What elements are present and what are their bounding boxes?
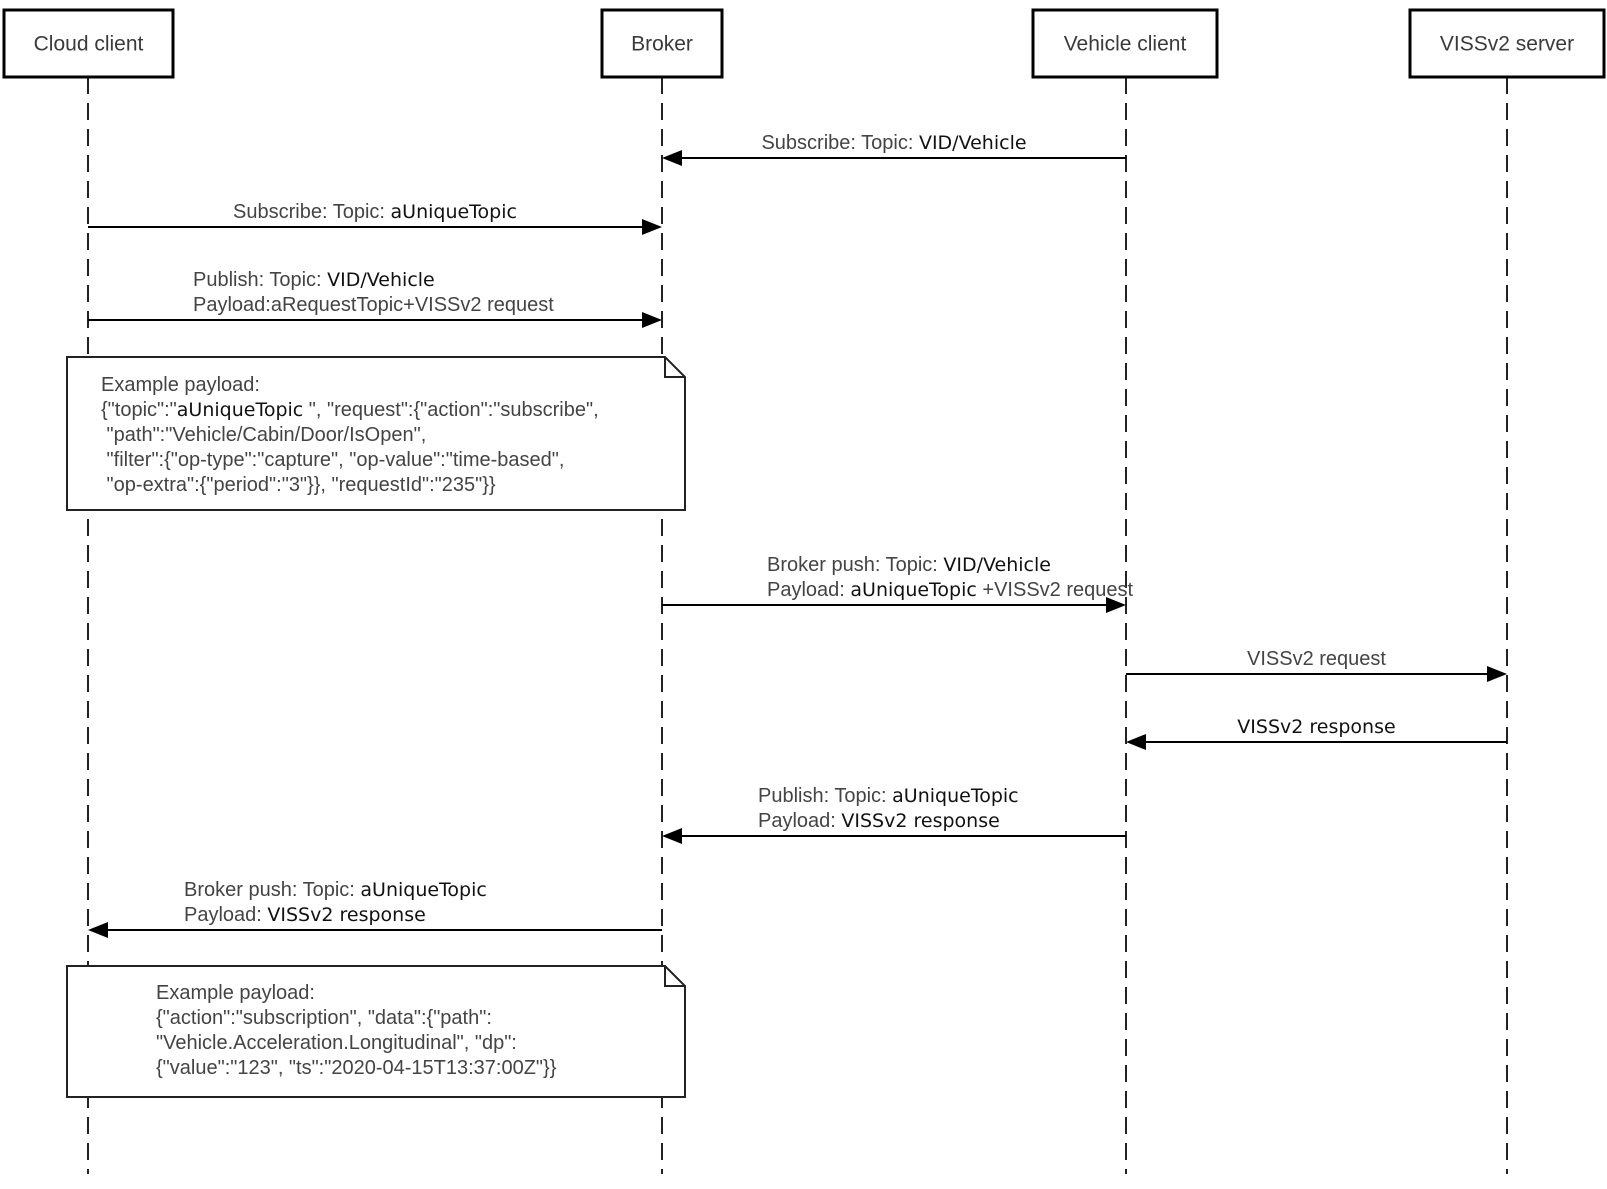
text-line: Publish: Topic: aUniqueTopic — [758, 785, 1019, 807]
actor-box — [1031, 8, 1219, 79]
actor-box — [2, 8, 175, 79]
text-segment: "Vehicle.Acceleration.Longitudinal", "dp… — [156, 1032, 517, 1054]
text-line: Example payload: — [156, 982, 315, 1004]
text-segment: VID/Vehicle — [919, 132, 1027, 154]
arrow-head-icon — [642, 312, 662, 328]
text-line: "path":"Vehicle/Cabin/Door/IsOpen", — [101, 424, 426, 446]
note-fold-corner — [664, 357, 685, 378]
note-fold-corner — [664, 966, 685, 987]
text-line: Subscribe: Topic: aUniqueTopic — [233, 201, 517, 223]
text-line: Example payload: — [101, 374, 260, 396]
note-1: Example payload: {"topic":"aUniqueTopic "… — [66, 356, 686, 511]
text-segment: VISSv2 response — [1237, 716, 1395, 738]
text-segment: Payload:aRequestTopic+VISSv2 request — [193, 294, 554, 316]
arrow-head-icon — [1126, 734, 1146, 750]
actor-box — [600, 8, 724, 79]
text-segment: Publish: Topic: — [193, 269, 327, 291]
actor-label: Cloud client — [34, 33, 144, 56]
actor-label: VISSv2 server — [1440, 33, 1574, 56]
text-segment: VISSv2 response — [841, 810, 999, 832]
text-segment: Payload: — [184, 904, 267, 926]
note-2: Example payload: {"action":"subscription"… — [66, 965, 686, 1098]
text-segment: Subscribe: Topic: — [233, 201, 391, 223]
text-line: Publish: Topic: VID/Vehicle — [193, 269, 435, 291]
text-line: Payload: VISSv2 response — [184, 904, 426, 926]
text-segment: Broker push: Topic: — [184, 879, 360, 901]
text-segment: aUniqueTopic — [391, 201, 517, 223]
text-segment: aUniqueTopic — [360, 879, 486, 901]
text-segment: {"topic":" — [101, 399, 177, 421]
text-segment: Example payload: — [101, 374, 260, 396]
text-segment: {"action":"subscription", "data":{"path"… — [156, 1007, 492, 1029]
text-segment: aUniqueTopic — [892, 785, 1018, 807]
actor-label: Vehicle client — [1064, 33, 1187, 56]
text-segment: Payload: — [758, 810, 841, 832]
message-4: Broker push: Topic: VID/VehiclePayload: … — [662, 554, 1133, 613]
text-line: "op-extra":{"period":"3"}}, "requestId":… — [101, 474, 496, 496]
text-segment: Publish: Topic: — [758, 785, 892, 807]
arrow-head-icon — [662, 828, 682, 844]
arrow-head-icon — [1487, 666, 1507, 682]
arrow-head-icon — [662, 150, 682, 166]
text-segment: Subscribe: Topic: — [761, 132, 919, 154]
text-segment: {"value":"123", "ts":"2020-04-15T13:37:0… — [156, 1057, 557, 1079]
text-segment: "filter":{"op-type":"capture", "op-value… — [101, 449, 564, 471]
message-8: Broker push: Topic: aUniqueTopicPayload:… — [88, 879, 662, 938]
text-segment: VISSv2 request — [1247, 648, 1386, 670]
actor-label: Broker — [631, 33, 693, 56]
text-segment: VID/Vehicle — [327, 269, 435, 291]
text-line: Broker push: Topic: VID/Vehicle — [767, 554, 1051, 576]
text-segment: VISSv2 response — [267, 904, 425, 926]
actor-cloud: Cloud client — [2, 8, 175, 79]
text-segment: +VISSv2 request — [977, 579, 1134, 601]
text-line: Payload: aUniqueTopic +VISSv2 request — [767, 579, 1133, 601]
text-line: Subscribe: Topic: VID/Vehicle — [761, 132, 1026, 154]
text-line: "Vehicle.Acceleration.Longitudinal", "dp… — [156, 1032, 517, 1054]
note-box — [66, 965, 686, 1098]
text-segment: "path":"Vehicle/Cabin/Door/IsOpen", — [101, 424, 426, 446]
message-5: VISSv2 request — [1126, 648, 1507, 682]
text-segment: ", "request":{"action":"subscribe", — [303, 399, 598, 421]
text-line: Broker push: Topic: aUniqueTopic — [184, 879, 487, 901]
actor-box — [1408, 8, 1606, 79]
arrow-head-icon — [642, 219, 662, 235]
text-line: {"action":"subscription", "data":{"path"… — [156, 1007, 492, 1029]
note-box — [66, 356, 686, 511]
text-segment: Broker push: Topic: — [767, 554, 943, 576]
actor-vehicle: Vehicle client — [1031, 8, 1219, 79]
actor-broker: Broker — [600, 8, 724, 79]
arrow-head-icon — [1106, 597, 1126, 613]
text-line: {"topic":"aUniqueTopic ", "request":{"ac… — [101, 399, 599, 421]
arrow-head-icon — [88, 922, 108, 938]
text-segment: aUniqueTopic — [850, 579, 976, 601]
message-1: Subscribe: Topic: VID/Vehicle — [662, 132, 1126, 166]
actor-server: VISSv2 server — [1408, 8, 1606, 79]
text-line: VISSv2 response — [1237, 716, 1395, 738]
text-line: "filter":{"op-type":"capture", "op-value… — [101, 449, 564, 471]
text-segment: Example payload: — [156, 982, 315, 1004]
text-segment: VID/Vehicle — [943, 554, 1051, 576]
message-2: Subscribe: Topic: aUniqueTopic — [88, 201, 662, 235]
message-3: Publish: Topic: VID/VehiclePayload:aRequ… — [88, 269, 662, 328]
text-line: Payload:aRequestTopic+VISSv2 request — [193, 294, 554, 316]
text-line: {"value":"123", "ts":"2020-04-15T13:37:0… — [156, 1057, 557, 1079]
text-segment: aUniqueTopic — [177, 399, 303, 421]
text-line: Payload: VISSv2 response — [758, 810, 1000, 832]
message-6: VISSv2 response — [1126, 716, 1507, 750]
text-segment: Payload: — [767, 579, 850, 601]
text-segment: "op-extra":{"period":"3"}}, "requestId":… — [101, 474, 496, 496]
text-line: VISSv2 request — [1247, 648, 1386, 670]
